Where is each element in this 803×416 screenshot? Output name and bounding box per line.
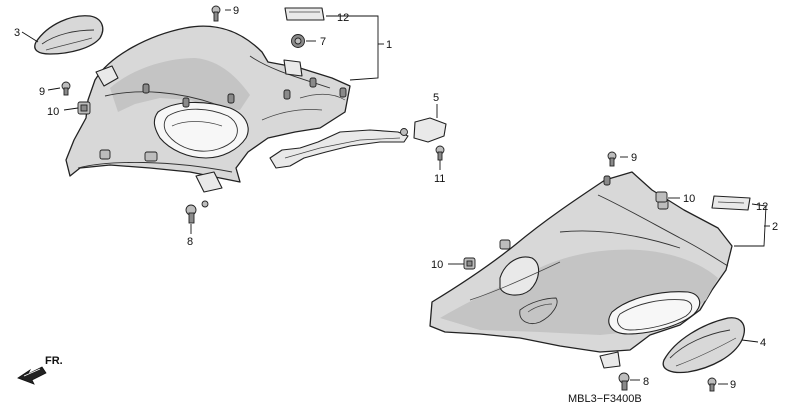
clip-10-left: [77, 101, 91, 115]
bolt-9-top-left: [211, 5, 221, 22]
left-pocket-lid: [34, 15, 104, 55]
callout-1: 1: [386, 39, 392, 51]
callout-12-top: 12: [337, 12, 349, 24]
clip-10-right-top: [655, 191, 668, 203]
callout-12-right: 12: [756, 201, 768, 213]
clip-10-right-mid: [463, 257, 476, 270]
screw-11: [435, 145, 445, 161]
callout-7: 7: [320, 36, 326, 48]
bolt-8-left: [185, 200, 209, 224]
callout-9-right-bottom: 9: [730, 379, 736, 391]
seal-pad-right: [711, 195, 751, 211]
cowl-inner-stay: [269, 117, 447, 169]
bolt-8-right: [618, 372, 630, 391]
leader-lines: [21, 9, 770, 385]
callout-2: 2: [772, 221, 778, 233]
callout-3: 3: [14, 27, 20, 39]
callout-10-right-mid: 10: [431, 259, 443, 271]
callout-5: 5: [433, 92, 439, 104]
callout-10-right-top: 10: [683, 193, 695, 205]
direction-marker-label: FR.: [45, 355, 63, 367]
callout-10-left: 10: [47, 106, 59, 118]
diagram-code: MBL3−F3400B: [568, 393, 642, 405]
callout-9-left: 9: [39, 86, 45, 98]
screw-9-right-bottom: [707, 377, 717, 392]
left-upper-cowl: [65, 25, 351, 193]
front-direction-arrow-icon: [17, 366, 47, 385]
callout-4: 4: [760, 337, 766, 349]
right-lower-cowl: [429, 171, 733, 369]
callout-8-left: 8: [187, 236, 193, 248]
screw-9-left: [61, 81, 71, 96]
screw-9-right-top: [607, 151, 617, 167]
callout-8-right: 8: [643, 376, 649, 388]
grommet: [291, 34, 305, 48]
callout-9-top: 9: [233, 5, 239, 17]
callout-9-right-top: 9: [631, 152, 637, 164]
callout-11: 11: [434, 173, 445, 185]
seal-pad-top: [284, 7, 325, 21]
